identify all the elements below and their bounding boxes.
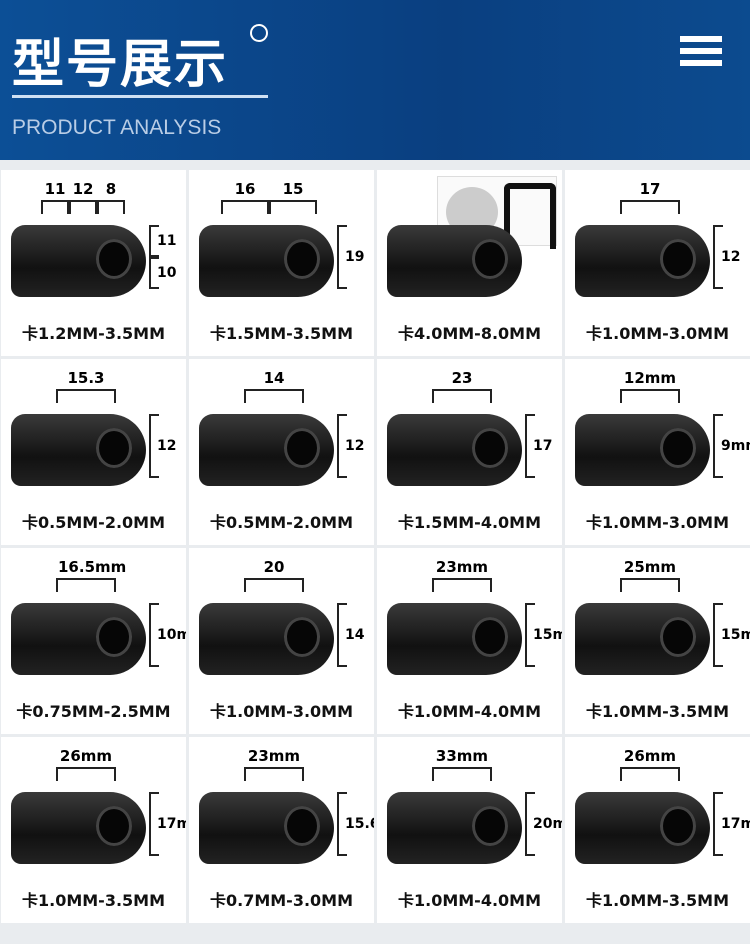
section-subtitle: PRODUCT ANALYSIS [12,116,222,139]
width-dimension: 12 [69,180,97,214]
product-card[interactable]: 卡4.0MM-8.0MM [377,170,562,356]
width-dimension: 23 [432,369,492,403]
product-card[interactable]: 14 12 卡0.5MM-2.0MM [189,359,374,545]
page-header: 型号展示 PRODUCT ANALYSIS [0,0,750,160]
width-dimension: 25mm [620,558,680,592]
width-dimension: 15 [269,180,317,214]
product-card[interactable]: 15.3 12 卡0.5MM-2.0MM [1,359,186,545]
product-size-label: 卡1.0MM-4.0MM [397,702,542,721]
product-size-label: 卡1.0MM-3.5MM [585,702,730,721]
seal-strip-image [387,792,522,864]
height-dimension: 10mm [149,603,186,667]
height-dimension: 17mm [149,792,186,856]
seal-strip-image [387,414,522,486]
product-card[interactable]: 23mm 15mm 卡1.0MM-4.0MM [377,548,562,734]
product-size-label: 卡1.0MM-3.0MM [585,513,730,532]
height-dimension: 12 [149,414,176,478]
seal-strip-image [11,414,146,486]
width-dimension: 12mm [620,369,680,403]
seal-strip-image [11,225,146,297]
seal-strip-image [11,603,146,675]
height-dimension: 9mm [713,414,750,478]
product-card[interactable]: 20 14 卡1.0MM-3.0MM [189,548,374,734]
seal-strip-image [575,792,710,864]
seal-strip-image [199,225,334,297]
product-card[interactable]: 26mm 17mm 卡1.0MM-3.5MM [1,737,186,923]
product-size-label: 卡0.7MM-3.0MM [209,891,354,910]
product-card[interactable]: 26mm 17mm 卡1.0MM-3.5MM [565,737,750,923]
height-dimension: 11 [149,225,176,257]
width-dimension: 16.5mm [56,558,126,592]
product-size-label: 卡1.0MM-3.5MM [585,891,730,910]
product-card[interactable]: 23 17 卡1.5MM-4.0MM [377,359,562,545]
width-dimension: 26mm [56,747,116,781]
product-size-label: 卡1.0MM-4.0MM [397,891,542,910]
width-dimension: 14 [244,369,304,403]
seal-strip-image [199,414,334,486]
height-dimension: 10 [149,257,176,289]
product-size-label: 卡1.5MM-3.5MM [209,324,354,343]
width-dimension: 20 [244,558,304,592]
seal-strip-image [575,414,710,486]
width-dimension: 17 [620,180,680,214]
product-card[interactable]: 16.5mm 10mm 卡0.75MM-2.5MM [1,548,186,734]
product-size-label: 卡4.0MM-8.0MM [397,324,542,343]
product-size-label: 卡1.0MM-3.0MM [585,324,730,343]
height-dimension: 20mm [525,792,562,856]
width-dimension: 16 [221,180,269,214]
seal-strip-image [387,603,522,675]
product-size-label: 卡0.5MM-2.0MM [21,513,166,532]
height-dimension: 17mm [713,792,750,856]
height-dimension: 14 [337,603,364,667]
height-dimension: 15mm [713,603,750,667]
product-card[interactable]: 23mm 15.6mm 卡0.7MM-3.0MM [189,737,374,923]
height-dimension: 12 [713,225,740,289]
degree-circle-icon [250,24,268,42]
product-size-label: 卡0.75MM-2.5MM [16,702,171,721]
seal-strip-image [575,603,710,675]
product-size-label: 卡1.0MM-3.5MM [21,891,166,910]
product-card[interactable]: 25mm 15mm 卡1.0MM-3.5MM [565,548,750,734]
height-dimension: 19 [337,225,364,289]
width-dimension: 23mm [432,558,492,592]
product-size-label: 卡1.2MM-3.5MM [21,324,166,343]
seal-strip-image [199,603,334,675]
product-card[interactable]: 12mm 9mm 卡1.0MM-3.0MM [565,359,750,545]
seal-strip-image [199,792,334,864]
title-divider [12,95,268,98]
height-dimension: 15mm [525,603,562,667]
product-card[interactable]: 17 12 卡1.0MM-3.0MM [565,170,750,356]
width-dimension: 15.3 [56,369,116,403]
product-size-label: 卡1.5MM-4.0MM [397,513,542,532]
width-dimension: 8 [97,180,125,214]
width-dimension: 23mm [244,747,304,781]
product-size-label: 卡1.0MM-3.0MM [209,702,354,721]
section-title: 型号展示 [12,35,229,95]
width-dimension: 11 [41,180,69,214]
width-dimension: 33mm [432,747,492,781]
seal-strip-image [11,792,146,864]
product-card[interactable]: 33mm 20mm 卡1.0MM-4.0MM [377,737,562,923]
seal-strip-image [387,225,522,297]
hamburger-menu-icon[interactable] [680,36,722,66]
height-dimension: 15.6mm [337,792,374,856]
width-dimension: 26mm [620,747,680,781]
seal-strip-image [575,225,710,297]
height-dimension: 12 [337,414,364,478]
height-dimension: 17 [525,414,552,478]
product-size-label: 卡0.5MM-2.0MM [209,513,354,532]
